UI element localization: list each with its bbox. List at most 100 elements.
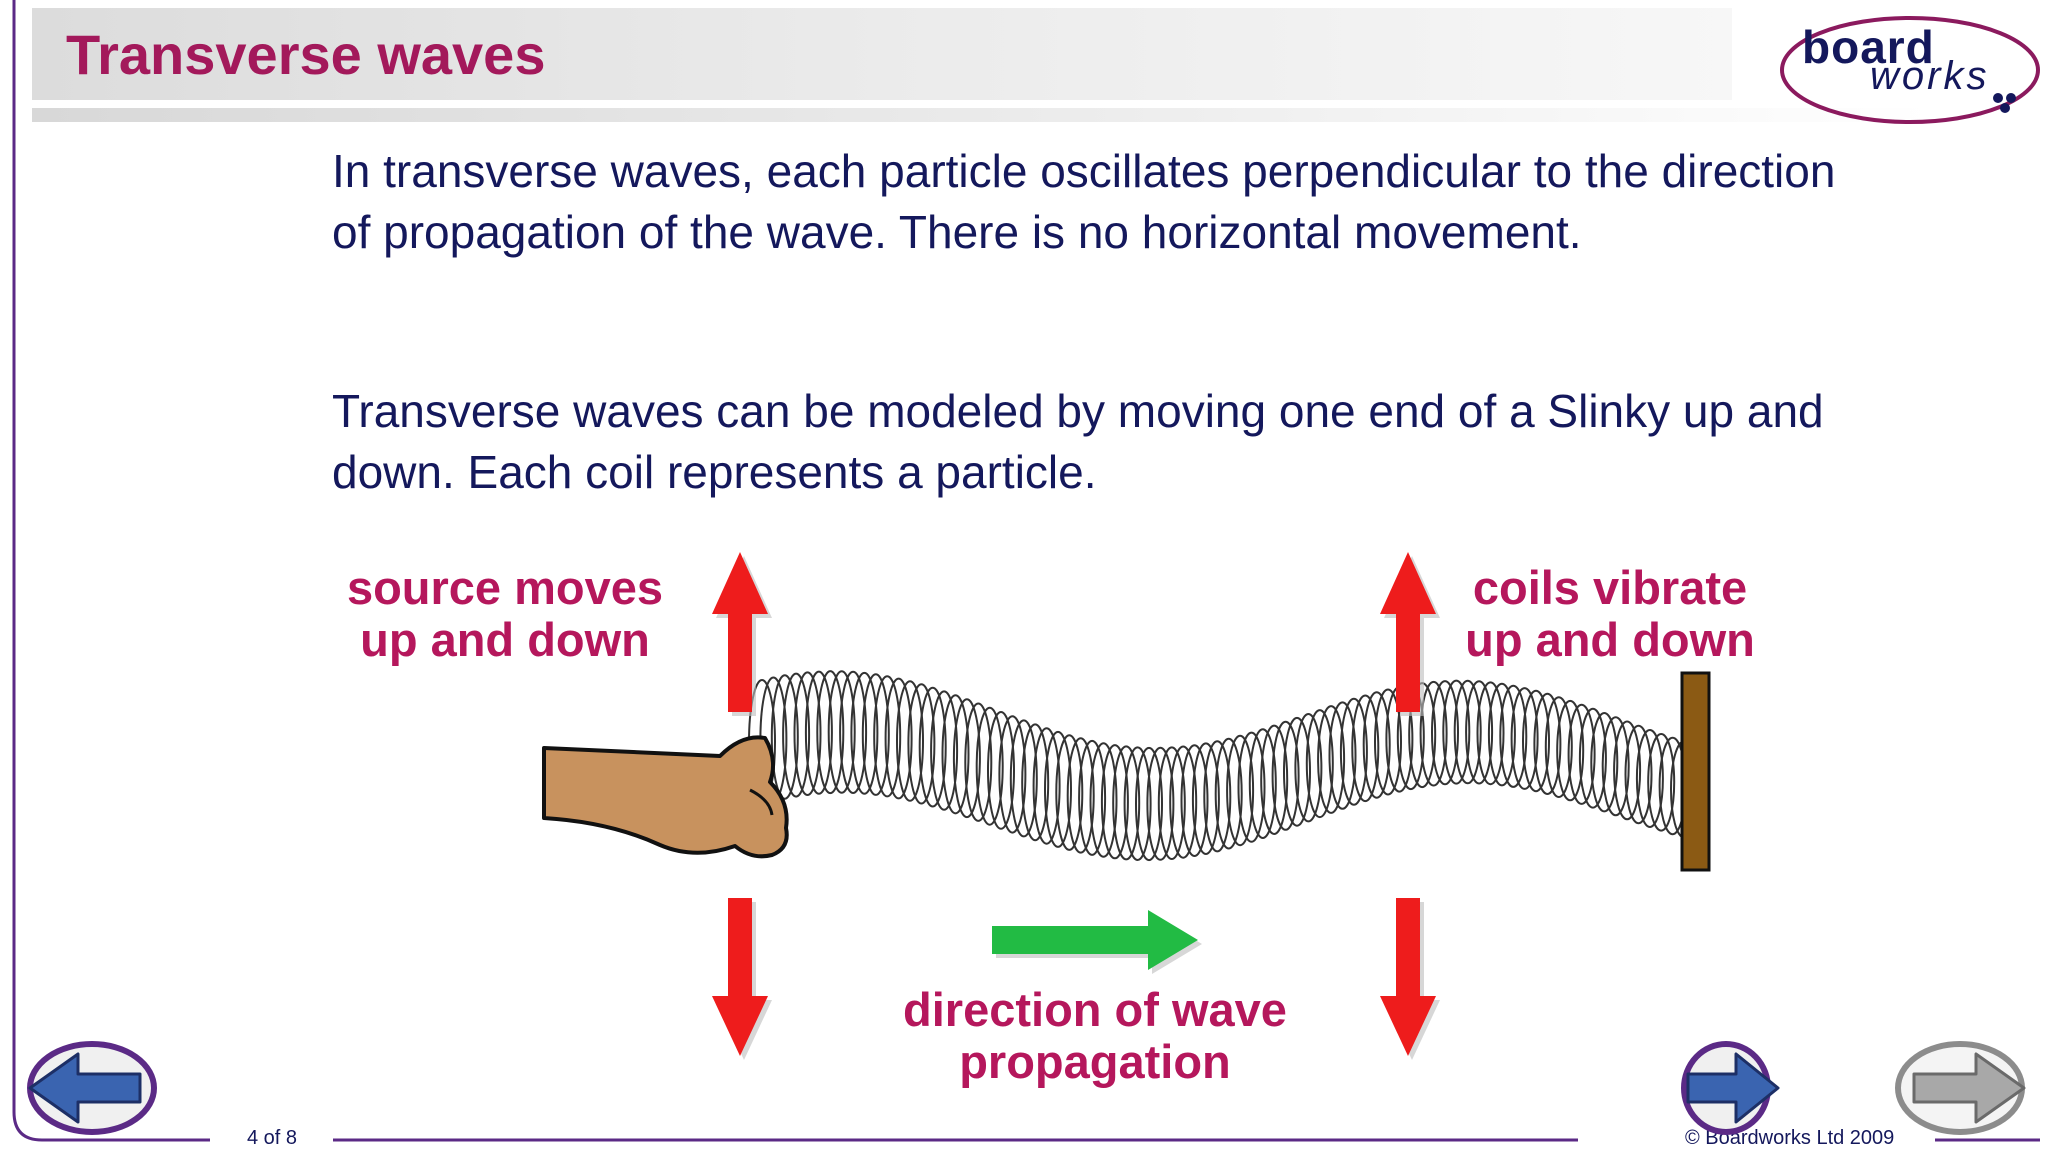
slinky-coil xyxy=(1590,712,1619,813)
arrow-right-propagation-icon xyxy=(992,910,1198,970)
slinky-coil xyxy=(1510,687,1539,790)
wall-fixed-end xyxy=(1680,671,1711,872)
arrow-down-source-icon xyxy=(712,898,768,1056)
slinky-coil xyxy=(1328,701,1357,810)
slinky-coil xyxy=(1635,729,1664,828)
slinky-coil xyxy=(1123,746,1152,862)
slinky-coil xyxy=(1146,746,1175,861)
slinky-coil xyxy=(782,672,811,798)
slinky-coil xyxy=(1032,727,1061,845)
label-source-moves: source moves up and down xyxy=(320,562,690,666)
slinky-coil xyxy=(1044,730,1072,848)
slinky-coil xyxy=(1624,724,1653,825)
arrow-up-coils-icon xyxy=(1380,552,1436,712)
prev-slide-button[interactable] xyxy=(20,1036,160,1136)
slinky-coil xyxy=(1305,709,1334,819)
slinky-coil xyxy=(1237,731,1266,843)
slinky-coil xyxy=(1317,705,1346,814)
logo-text-board: board xyxy=(1802,21,1935,73)
title-bar xyxy=(32,8,1732,100)
paragraph-definition: In transverse waves, each particle oscil… xyxy=(332,145,1836,258)
slinky-coil xyxy=(987,711,1015,830)
slinky-coil xyxy=(770,674,799,800)
slinky-coil xyxy=(930,690,959,811)
slinky-coil xyxy=(1066,737,1095,854)
slinky-coil xyxy=(1191,742,1220,856)
slinky-coil xyxy=(827,670,856,794)
slinky-coil xyxy=(884,677,913,800)
label-coils-vibrate: coils vibrate up and down xyxy=(1435,562,1785,666)
slinky-coil xyxy=(1180,744,1209,857)
slinky-coil xyxy=(1567,703,1596,805)
slinky-coil xyxy=(839,670,868,795)
slinky-coil xyxy=(804,670,833,795)
slinky-coil xyxy=(1419,680,1448,787)
slinky-coil xyxy=(1431,680,1459,786)
slinky-coil xyxy=(1021,723,1050,842)
logo-text-works: works xyxy=(1870,54,1990,98)
slinky-coil xyxy=(1374,688,1402,796)
slinky-coil xyxy=(1408,682,1437,789)
slinky-coil xyxy=(1487,682,1516,787)
next-slide-disabled-button[interactable] xyxy=(1892,1036,2032,1136)
slinky-coil xyxy=(1009,719,1038,838)
slinky-coil xyxy=(1248,728,1277,839)
label-direction-line1: direction of wave xyxy=(903,983,1287,1036)
slinky-coil xyxy=(1556,699,1585,802)
page-title: Transverse waves xyxy=(66,23,546,86)
slinky-coil xyxy=(1647,733,1676,832)
slinky-coil xyxy=(816,670,845,795)
page-indicator: 4 of 8 xyxy=(247,1127,298,1149)
slinky-coil xyxy=(975,706,1004,826)
slinky-coil xyxy=(1055,734,1084,851)
paragraph-slinky-model: Transverse waves can be modeled by movin… xyxy=(332,385,1824,498)
slinky-coil xyxy=(1112,745,1141,861)
title-rule xyxy=(32,108,1932,122)
slinky-coil xyxy=(1135,746,1163,862)
slinky-coil xyxy=(1294,713,1323,823)
slinky-coil xyxy=(1522,689,1550,793)
arrow-right-gray-icon xyxy=(1912,1052,2026,1124)
slinky-coil xyxy=(964,702,993,822)
arrow-left-icon xyxy=(28,1052,142,1124)
slinky-coil xyxy=(1089,742,1118,858)
slinky-coil xyxy=(1214,737,1243,850)
slinky-coil xyxy=(1157,746,1186,861)
slinky-coil xyxy=(896,680,924,802)
slinky-coil xyxy=(1260,724,1289,835)
slinky-coil xyxy=(941,694,970,815)
arrow-right-icon xyxy=(1686,1052,1780,1124)
next-slide-button[interactable] xyxy=(1678,1036,1784,1136)
slinky-coil xyxy=(1578,707,1607,809)
slinky-coil xyxy=(1533,692,1562,796)
slinky-coil xyxy=(1499,684,1528,788)
slinky-coil xyxy=(1339,697,1368,806)
label-source-line1: source moves xyxy=(346,561,664,614)
slinky-coil xyxy=(1283,716,1311,827)
label-coils-line1: coils vibrate xyxy=(1472,561,1748,614)
label-source-line2: up and down xyxy=(360,613,650,666)
slinky-coil xyxy=(793,671,822,797)
hand-icon xyxy=(542,735,789,859)
arrow-down-coils-icon xyxy=(1380,898,1436,1056)
slinky-coil xyxy=(1169,745,1198,859)
slinky-coil xyxy=(1613,720,1642,821)
slinky-coil xyxy=(1476,681,1505,786)
slinky-coil xyxy=(952,698,981,819)
slinky-coil xyxy=(1203,740,1232,853)
slinky-coil xyxy=(907,683,936,805)
slinky-coil xyxy=(1226,734,1255,847)
slinky-coil xyxy=(1544,696,1573,798)
slinky-coil xyxy=(1362,691,1391,799)
arrow-up-source-icon xyxy=(712,552,768,712)
label-direction-propagation: direction of wave propagation xyxy=(870,984,1320,1088)
slinky-coil xyxy=(918,686,947,808)
slinky-coil xyxy=(998,715,1027,834)
label-coils-line2: up and down xyxy=(1465,613,1755,666)
slinky-coil xyxy=(861,673,890,796)
slinky-coil xyxy=(1465,680,1494,785)
slinky-coil xyxy=(873,675,902,798)
label-direction-line2: propagation xyxy=(959,1035,1231,1088)
